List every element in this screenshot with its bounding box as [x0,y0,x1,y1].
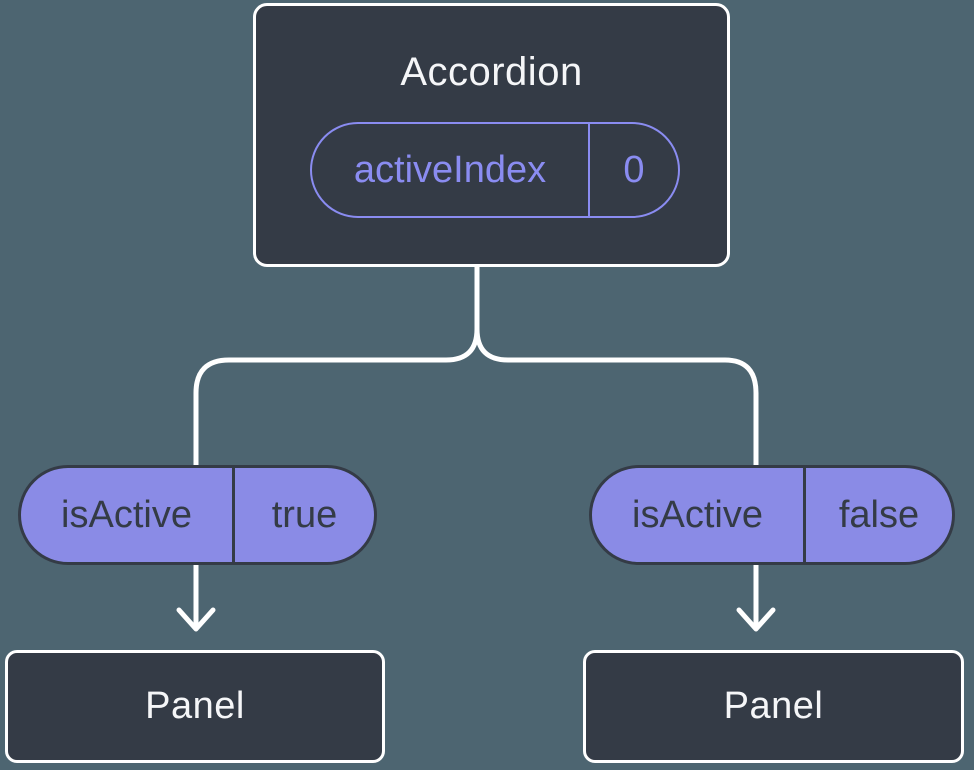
right-branch-line [474,326,759,628]
prop-value-label: false [803,468,952,562]
prop-name-label: isActive [61,493,192,536]
down-arrow-icon [176,607,216,632]
prop-name-label: activeIndex [353,148,547,191]
prop-value-label: 0 [588,124,678,216]
panel-node-title: Panel [723,685,824,727]
left-branch-line [193,326,480,628]
panel-node-left: Panel [5,650,385,763]
isactive-false-pill: isActive false [589,465,955,565]
panel-node-right: Panel [583,650,964,763]
accordion-node-title: Accordion [400,50,583,94]
isactive-true-pill: isActive true [18,465,377,565]
accordion-node: Accordion activeIndex 0 [253,3,730,267]
panel-node-title: Panel [145,685,245,727]
prop-value-label: true [232,468,374,562]
prop-name-label: isActive [632,493,763,536]
activeindex-prop-pill: activeIndex 0 [310,122,680,218]
down-arrow-icon [736,607,776,632]
